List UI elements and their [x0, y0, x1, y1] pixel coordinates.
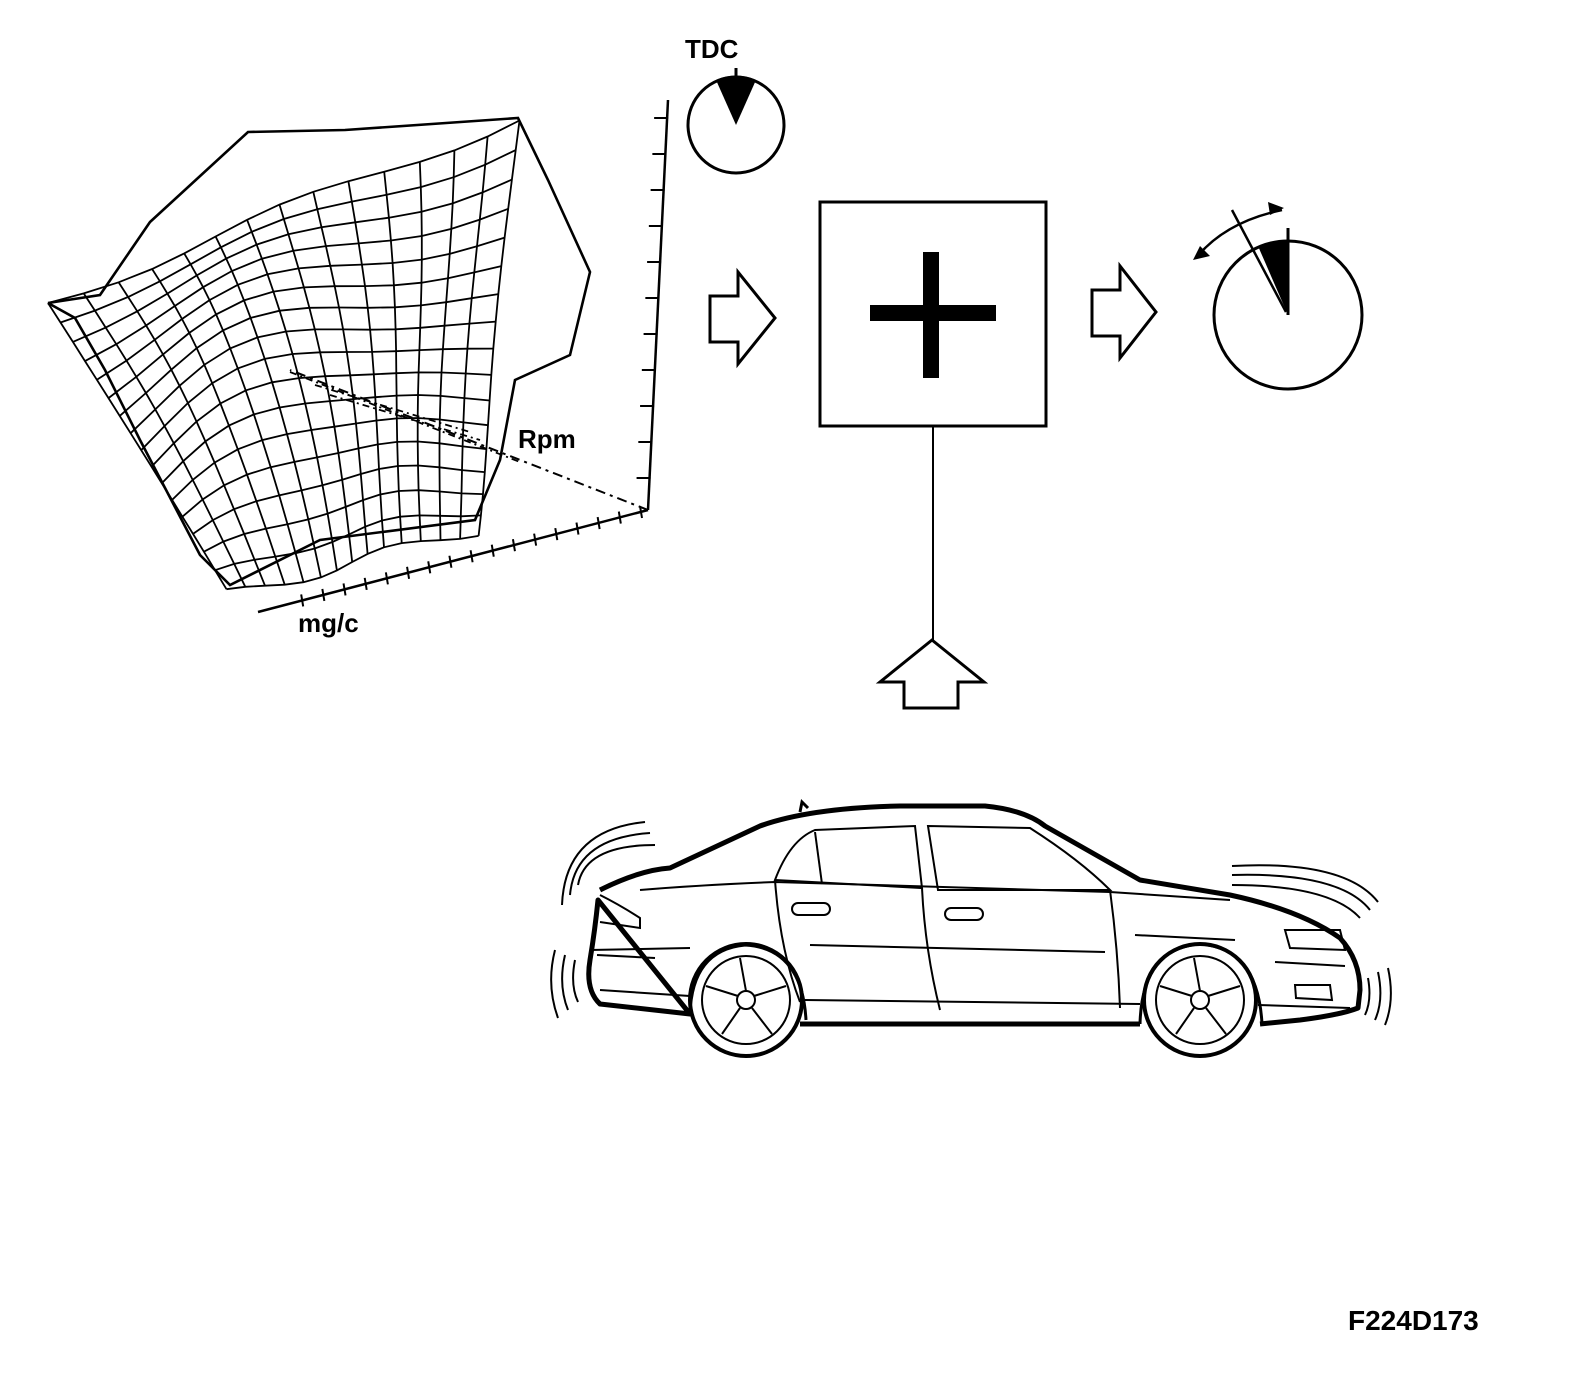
mesh-line [47, 302, 228, 590]
mesh-line [312, 191, 369, 554]
axis-tick [363, 577, 368, 591]
mesh-line [383, 171, 403, 544]
mesh-line [246, 219, 338, 571]
load-axis-ticks [300, 505, 643, 607]
mesh-line [214, 236, 322, 578]
axis-tick [427, 561, 432, 574]
axis-tick [617, 511, 622, 524]
combiner-box [818, 200, 1048, 640]
mesh-line [151, 268, 286, 585]
axis-tick [575, 522, 580, 535]
mesh-line [82, 292, 247, 588]
axis-tick [469, 550, 474, 563]
mesh-line [278, 204, 354, 563]
tdc-label: TDC [685, 34, 739, 64]
load-axis-label: mg/c [298, 608, 359, 638]
map-axes [257, 99, 670, 614]
mesh-line [117, 281, 266, 587]
axis-tick [554, 527, 559, 541]
hollow-arrow-icon [875, 638, 989, 710]
axis-tick [639, 505, 643, 519]
mesh-line [203, 489, 484, 553]
plus-icon [870, 252, 996, 378]
axis-tick [384, 572, 389, 585]
surface-outline [47, 116, 592, 587]
axis-tick [342, 583, 347, 596]
axis-tick [321, 588, 326, 602]
mesh-line [347, 181, 385, 548]
ignition-map-surface: Rpm mg/c [47, 99, 670, 638]
sedan-car-icon [550, 798, 1392, 1058]
axis-tick [596, 516, 601, 530]
figure-code: F224D173 [1348, 1305, 1479, 1336]
mesh-line [459, 136, 489, 539]
tdc-dial-icon: TDC [685, 34, 786, 175]
rpm-axis-label: Rpm [518, 424, 576, 454]
mesh-line [416, 161, 423, 542]
mesh-line [226, 535, 479, 591]
surface-hidden-lines [289, 371, 521, 463]
axis-tick [490, 544, 495, 557]
axis-tick [533, 533, 538, 546]
axis-tick [511, 539, 516, 552]
mesh-line [438, 150, 456, 541]
adjusted-angle-dial-icon [1193, 202, 1364, 391]
mesh-line [183, 252, 305, 583]
hollow-arrow-icon [708, 267, 777, 369]
mesh-line [477, 120, 521, 537]
vertical-axis-ticks [636, 117, 669, 479]
axis-tick [448, 555, 453, 568]
mesh-line [72, 178, 513, 343]
hollow-arrow-icon [1090, 261, 1158, 363]
axis-tick [406, 566, 411, 579]
axis-tick [300, 594, 305, 607]
mesh-line [119, 293, 499, 417]
surface-mesh [47, 119, 521, 591]
